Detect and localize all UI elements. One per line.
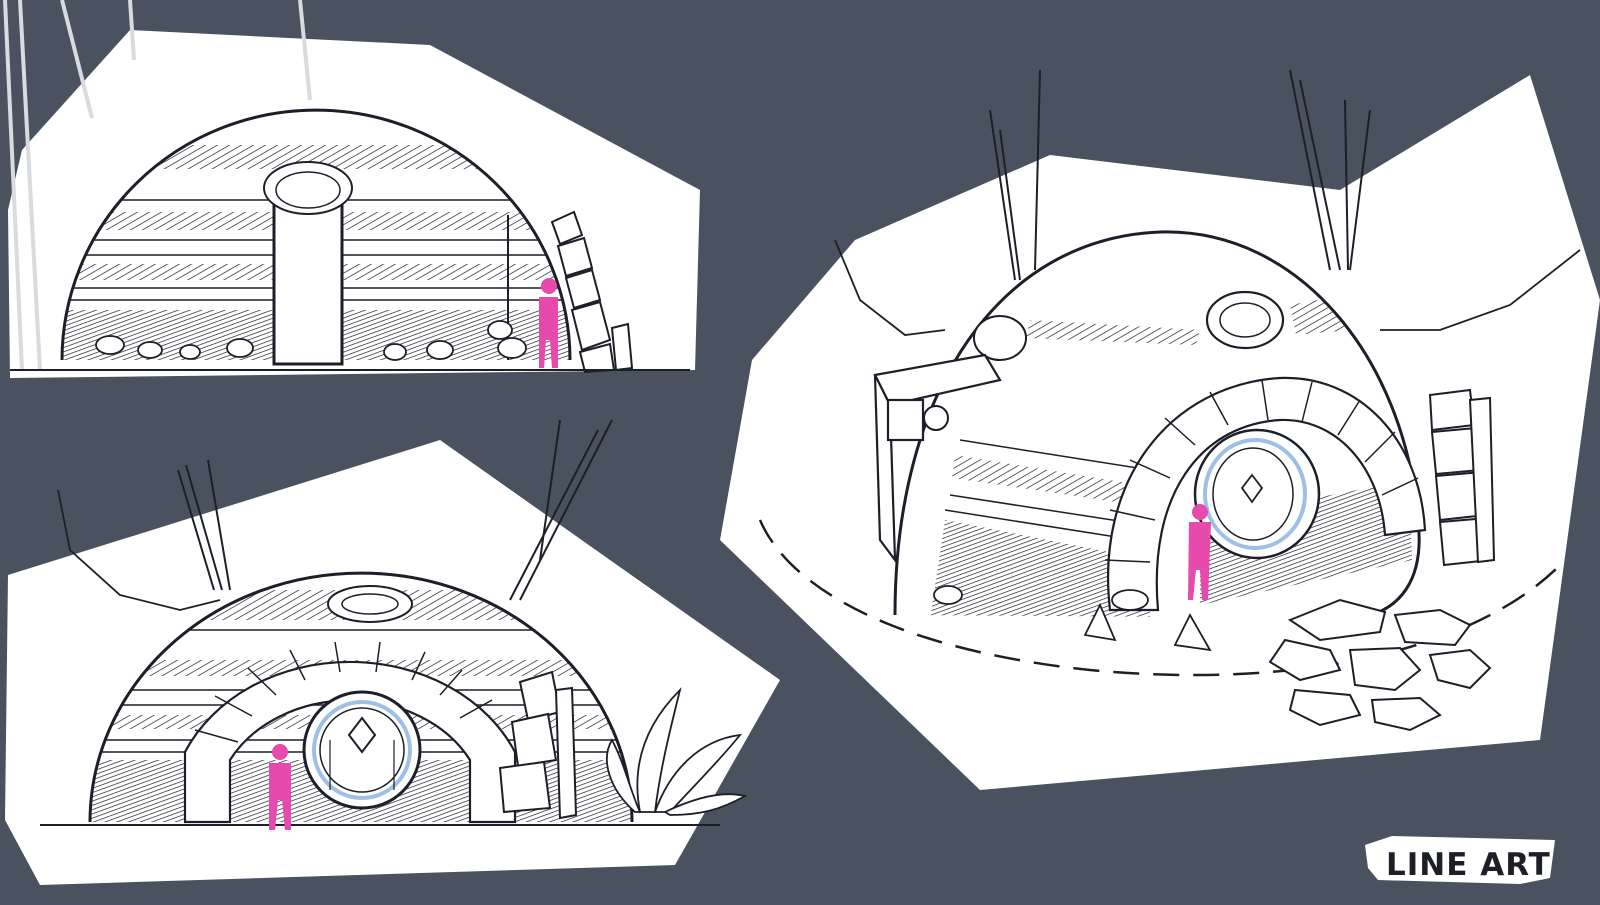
scale-figure [1188,504,1211,600]
label-tag [1365,836,1555,884]
stone-pillar [498,670,578,820]
trees [989,69,1371,281]
panel-top-left [3,0,700,378]
arch-stones [194,641,493,743]
line-art-label: LINE ART [1386,847,1551,883]
panel-bottom-left [5,419,780,885]
scale-figure [539,278,558,368]
tree-trunks [3,0,312,371]
panel-right [720,69,1600,790]
stepping-stones [1268,598,1492,732]
entry-block [873,353,1002,564]
trees [177,419,613,601]
rocks [933,585,1212,652]
scale-figure [269,744,291,830]
rocks [95,320,527,361]
stone-pillar [1428,388,1496,567]
plant [606,687,748,816]
arch-stones [1104,379,1419,563]
